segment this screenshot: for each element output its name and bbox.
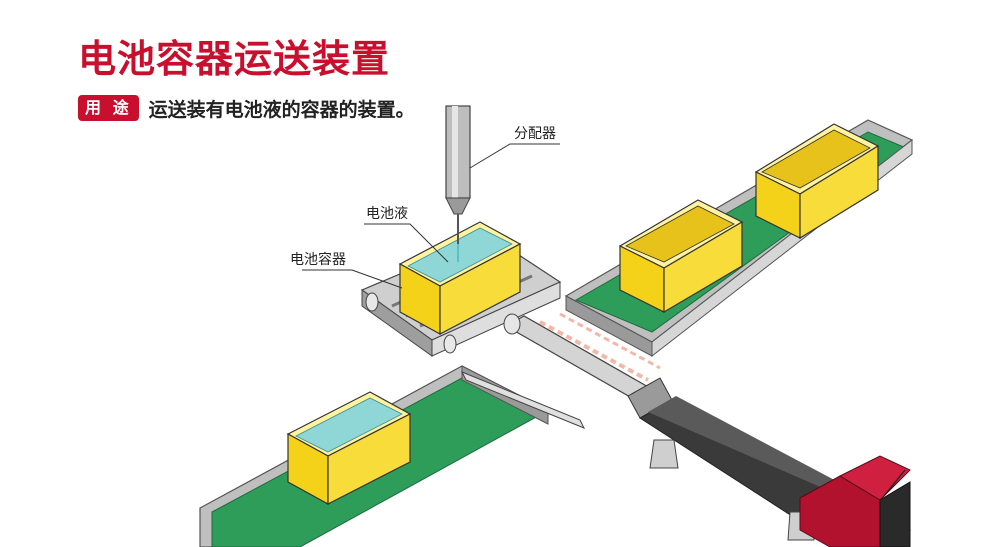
label-container: 电池容器 xyxy=(290,251,346,268)
container-filling xyxy=(398,221,522,336)
motion-indicator xyxy=(539,312,661,382)
container-right-far xyxy=(754,123,880,240)
usage-description: 运送装有电池液的容器的装置。 xyxy=(148,98,415,121)
leader-container xyxy=(302,269,403,289)
usage-line: 用 途 运送装有电池液的容器的装置。 xyxy=(78,94,415,122)
leader-electrolyte xyxy=(364,223,449,263)
page-title: 电池容器运送装置 xyxy=(78,37,391,81)
label-electrolyte: 电池液 xyxy=(366,206,408,222)
dispenser xyxy=(445,105,471,262)
label-dispenser: 分配器 xyxy=(514,126,556,142)
container-right-near xyxy=(618,199,744,314)
container-left xyxy=(286,391,412,506)
push-rod xyxy=(460,371,586,429)
actuator xyxy=(503,313,912,547)
leader-dispenser xyxy=(469,143,560,169)
usage-badge: 用 途 xyxy=(78,95,139,121)
